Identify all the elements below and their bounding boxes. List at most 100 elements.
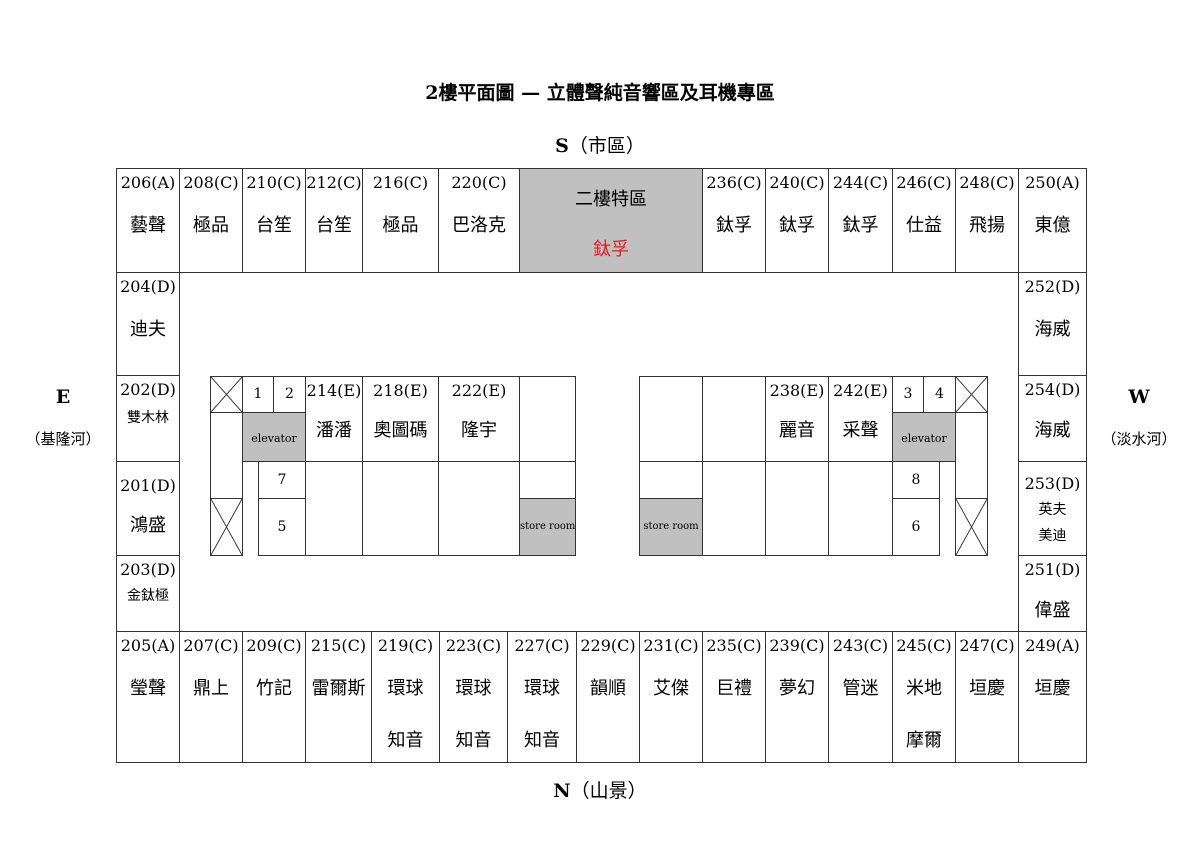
elevator-label: elevator	[901, 432, 947, 445]
stair-x-icon	[955, 376, 988, 413]
booth-number: 253(D)	[1024, 474, 1081, 493]
booth-number: 219(C)	[377, 636, 434, 655]
booth-236[interactable]: 236(C) 鈦孚	[702, 168, 766, 273]
booth-number: 202(D)	[120, 380, 176, 399]
booth-number: 243(C)	[832, 636, 889, 655]
booth-name-line2: 知音	[455, 730, 492, 751]
booth-216[interactable]: 216(C) 極品	[362, 168, 439, 273]
compass-west-letter: W	[1128, 386, 1150, 408]
inner-room	[305, 461, 363, 556]
booth-244[interactable]: 244(C) 鈦孚	[828, 168, 893, 273]
booth-name: 潘潘	[316, 420, 352, 441]
booth-name: 鴻盛	[130, 515, 166, 536]
elevator-slot-number: 3	[903, 386, 913, 402]
booth-238[interactable]: 238(E) 麗音	[765, 376, 829, 462]
booth-235[interactable]: 235(C) 巨禮	[702, 631, 766, 763]
booth-number: 218(E)	[373, 381, 428, 400]
elevator-slot-number: 2	[285, 386, 294, 402]
booth-name: 鼎上	[193, 678, 229, 699]
booth-name: 米地	[906, 678, 942, 699]
room-number: 8	[911, 472, 921, 488]
compass-south-letter: S	[555, 135, 569, 157]
booth-number: 240(C)	[769, 173, 825, 192]
booth-253[interactable]: 253(D) 英夫 美迪	[1018, 461, 1087, 556]
booth-name-line2: 美迪	[1038, 528, 1067, 544]
booth-name: 鈦孚	[842, 215, 879, 236]
booth-number: 235(C)	[706, 636, 762, 655]
store-room-right: store room	[639, 498, 703, 556]
booth-number: 249(A)	[1025, 636, 1080, 655]
booth-number: 236(C)	[706, 173, 762, 192]
booth-name-line2: 摩爾	[906, 730, 942, 751]
booth-name: 環球	[524, 678, 560, 699]
booth-number: 209(C)	[246, 636, 302, 655]
booth-number: 214(E)	[306, 381, 362, 400]
booth-247[interactable]: 247(C) 垣慶	[955, 631, 1019, 763]
booth-239[interactable]: 239(C) 夢幻	[765, 631, 829, 763]
booth-210[interactable]: 210(C) 台笙	[242, 168, 306, 273]
booth-name: 環球	[455, 678, 492, 699]
booth-201[interactable]: 201(D) 鴻盛	[116, 461, 180, 556]
booth-206[interactable]: 206(A) 藝聲	[116, 168, 180, 273]
booth-number: 204(D)	[120, 277, 176, 296]
booth-250[interactable]: 250(A) 東億	[1018, 168, 1087, 273]
room-5: 5	[258, 498, 306, 556]
booth-248[interactable]: 248(C) 飛揚	[955, 168, 1019, 273]
special-zone[interactable]: 二樓特區 鈦孚	[519, 168, 703, 273]
booth-212[interactable]: 212(C) 台笙	[305, 168, 363, 273]
inner-room	[362, 461, 439, 556]
compass-north-letter: N	[553, 780, 571, 802]
booth-219[interactable]: 219(C) 環球 知音	[371, 631, 440, 763]
booth-252[interactable]: 252(D) 海威	[1018, 272, 1087, 376]
booth-223[interactable]: 223(C) 環球 知音	[439, 631, 508, 763]
booth-231[interactable]: 231(C) 艾傑	[639, 631, 703, 763]
booth-209[interactable]: 209(C) 竹記	[242, 631, 306, 763]
booth-name: 竹記	[256, 678, 292, 699]
booth-number: 252(D)	[1024, 277, 1081, 296]
booth-name: 仕益	[906, 215, 942, 236]
booth-218[interactable]: 218(E) 奧圖碼	[362, 376, 439, 462]
booth-name: 瑩聲	[130, 678, 166, 699]
booth-name: 鈦孚	[716, 215, 752, 236]
inner-room	[438, 461, 520, 556]
compass-south-name: （市區）	[568, 135, 645, 157]
booth-number: 239(C)	[769, 636, 825, 655]
booth-240[interactable]: 240(C) 鈦孚	[765, 168, 829, 273]
booth-name: 雷爾斯	[311, 678, 366, 699]
booth-name: 奧圖碼	[373, 420, 428, 441]
booth-202[interactable]: 202(D) 雙木林	[116, 375, 180, 462]
booth-251[interactable]: 251(D) 偉盛	[1018, 555, 1087, 632]
booth-243[interactable]: 243(C) 管迷	[828, 631, 893, 763]
booth-name: 隆宇	[461, 420, 497, 441]
booth-204[interactable]: 204(D) 迪夫	[116, 272, 180, 376]
booth-number: 222(E)	[451, 381, 507, 400]
booth-229[interactable]: 229(C) 韻順	[576, 631, 640, 763]
booth-name: 垣慶	[969, 678, 1005, 699]
booth-number: 201(D)	[120, 476, 176, 495]
booth-number: 208(C)	[183, 173, 239, 192]
booth-number: 207(C)	[183, 636, 239, 655]
booth-246[interactable]: 246(C) 仕益	[892, 168, 956, 273]
booth-227[interactable]: 227(C) 環球 知音	[507, 631, 577, 763]
room-6: 6	[892, 498, 940, 556]
booth-214[interactable]: 214(E) 潘潘	[305, 376, 363, 462]
booth-name: 艾傑	[653, 678, 689, 699]
booth-207[interactable]: 207(C) 鼎上	[179, 631, 243, 763]
booth-name: 東億	[1034, 215, 1071, 236]
booth-name-line2: 知音	[387, 730, 424, 751]
booth-name: 極品	[193, 215, 229, 236]
booth-222[interactable]: 222(E) 隆宇	[438, 376, 520, 462]
booth-203[interactable]: 203(D) 金鈦極	[116, 555, 180, 632]
booth-220[interactable]: 220(C) 巴洛克	[438, 168, 520, 273]
booth-249[interactable]: 249(A) 垣慶	[1018, 631, 1087, 763]
booth-242[interactable]: 242(E) 采聲	[828, 376, 893, 462]
booth-208[interactable]: 208(C) 極品	[179, 168, 243, 273]
booth-215[interactable]: 215(C) 雷爾斯	[305, 631, 372, 763]
special-zone-label: 二樓特區	[575, 189, 647, 210]
booth-254[interactable]: 254(D) 海威	[1018, 375, 1087, 462]
booth-245[interactable]: 245(C) 米地 摩爾	[892, 631, 956, 763]
booth-name: 環球	[387, 678, 424, 699]
booth-number: 206(A)	[120, 173, 176, 192]
booth-205[interactable]: 205(A) 瑩聲	[116, 631, 180, 763]
booth-name: 藝聲	[130, 215, 166, 236]
